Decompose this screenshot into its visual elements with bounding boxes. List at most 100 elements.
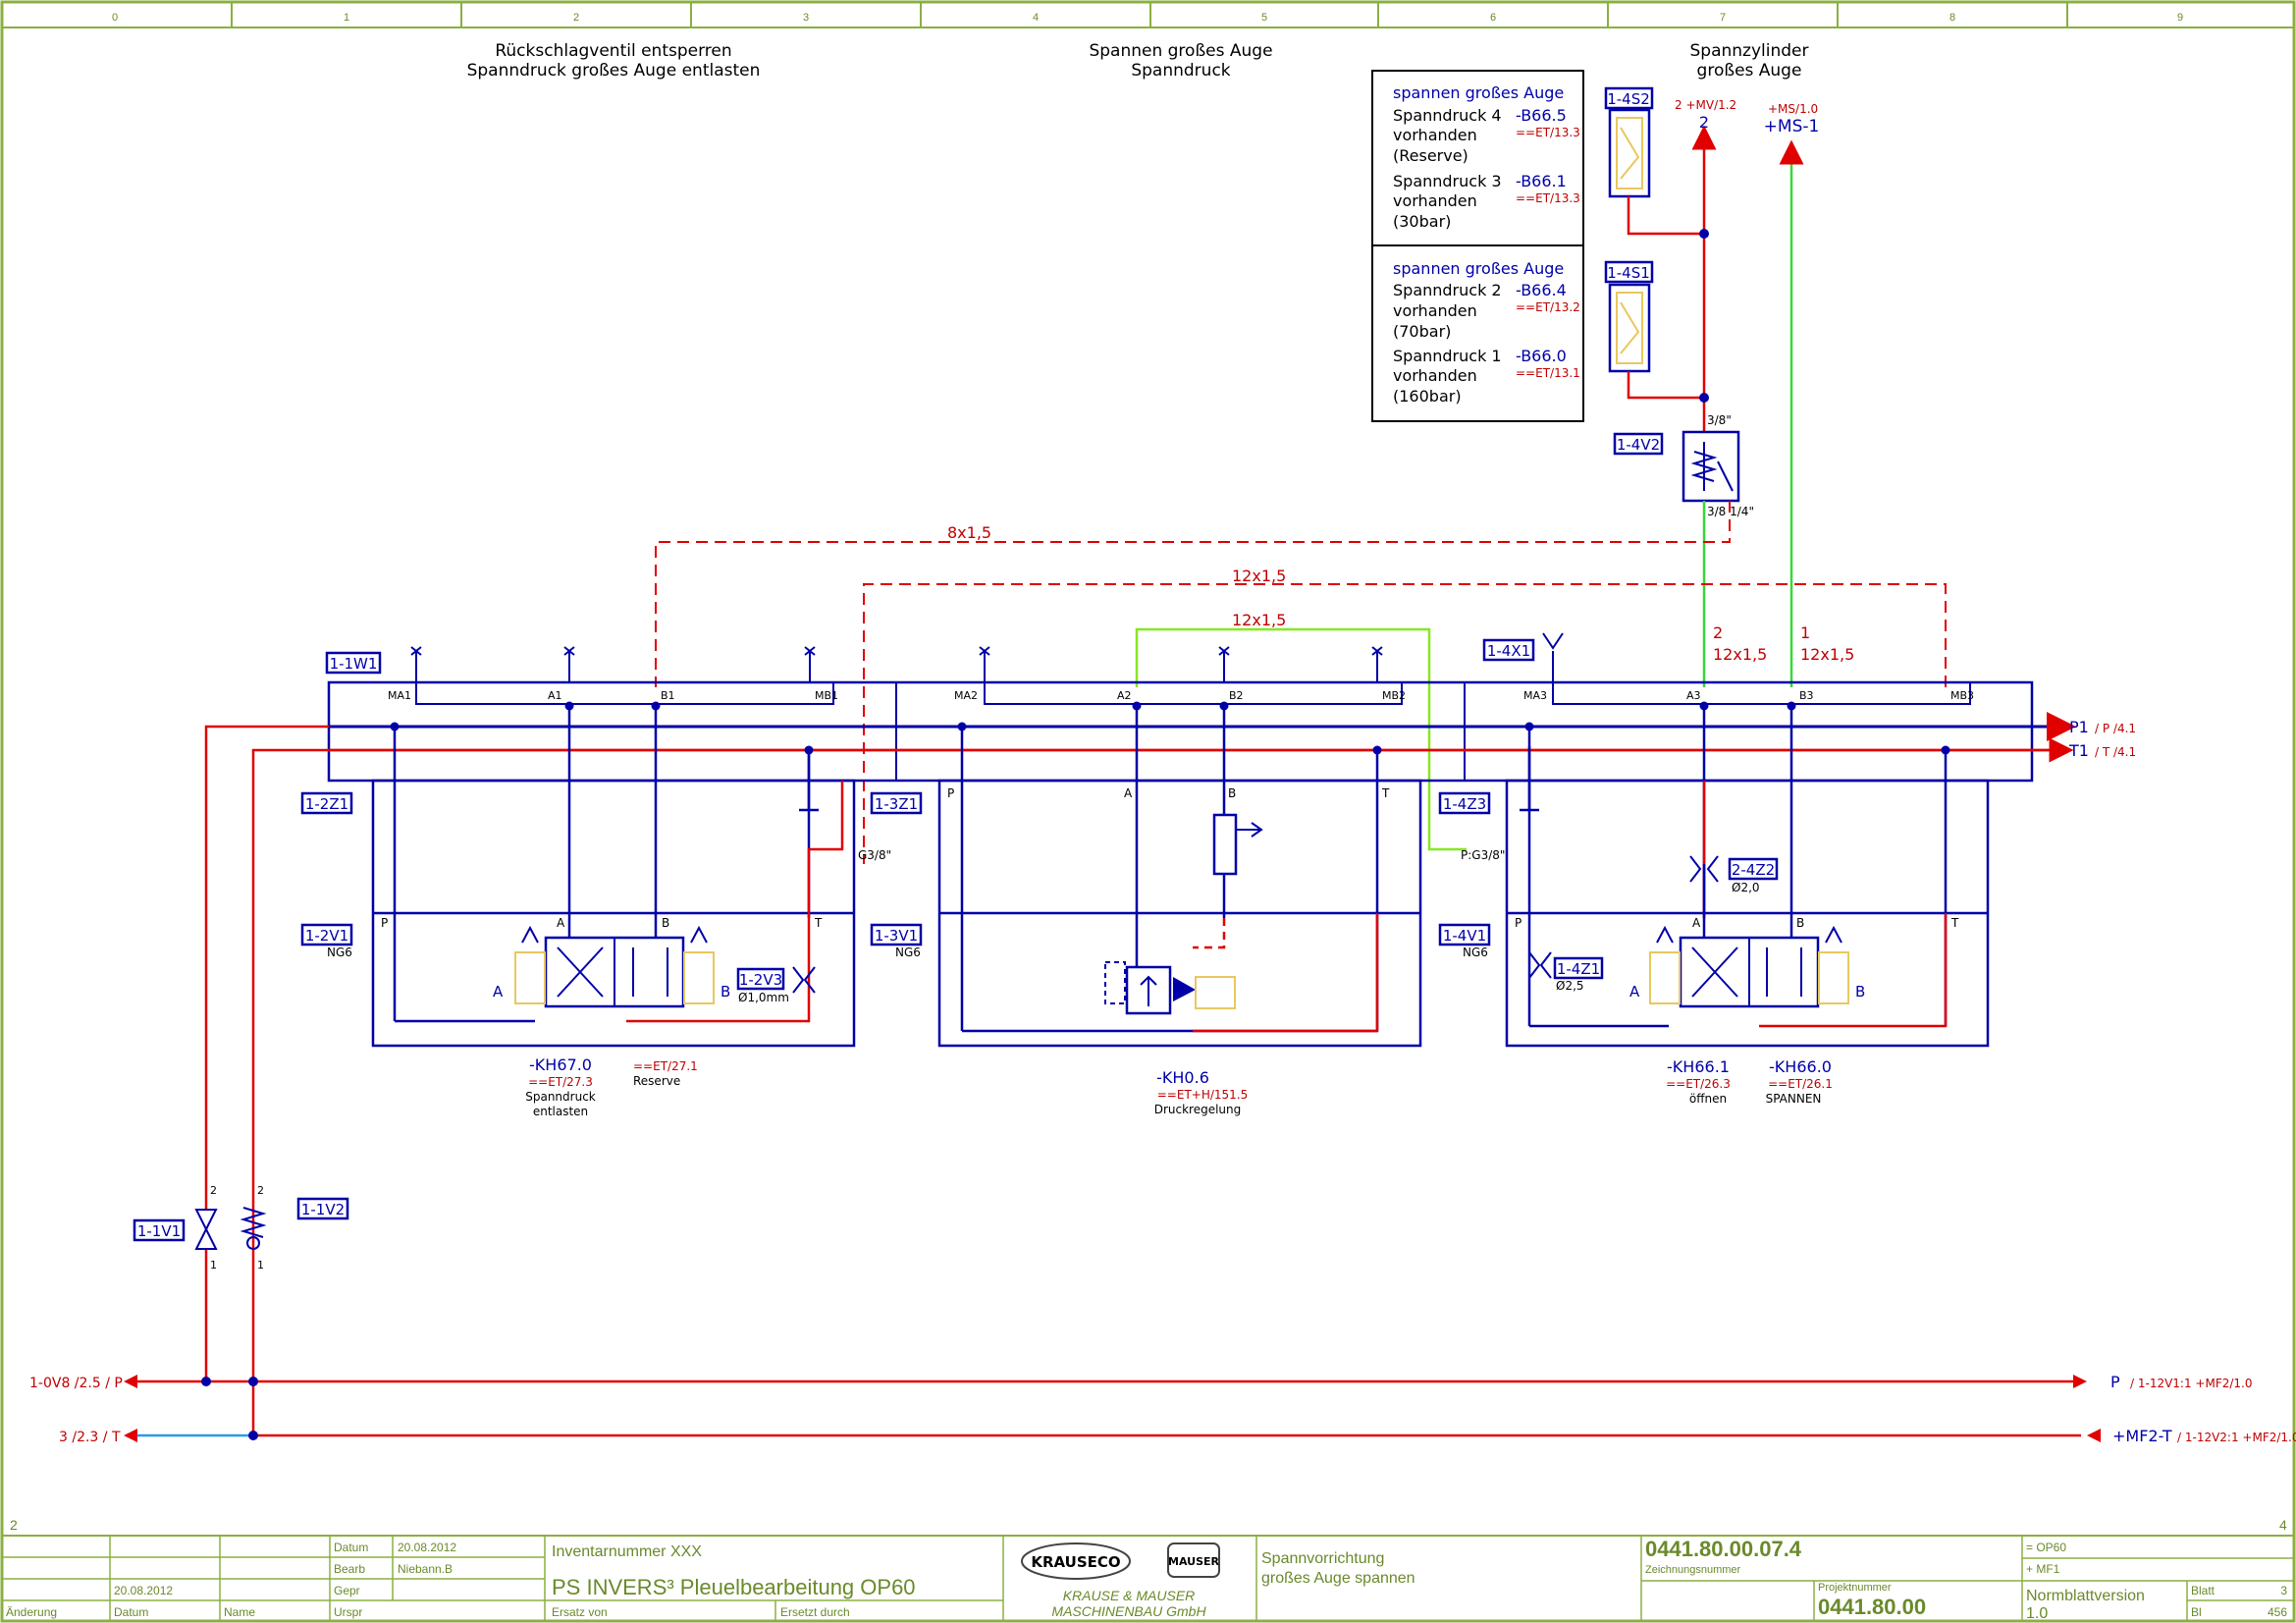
svg-text:-KH67.0: -KH67.0 (529, 1055, 592, 1074)
svg-text:==ET/27.3: ==ET/27.3 (528, 1075, 593, 1089)
svg-text:B: B (1228, 786, 1236, 800)
svg-text:A2: A2 (1117, 689, 1132, 702)
svg-text:Name: Name (224, 1605, 255, 1619)
svg-text:MB2: MB2 (1382, 689, 1406, 702)
legend-group2-title: spannen großes Auge (1393, 259, 1564, 278)
svg-text:T: T (1381, 786, 1390, 800)
svg-text:2: 2 (210, 1184, 217, 1197)
tag-1-4V1: 1-4V1 (1443, 927, 1486, 945)
col-2: 2 (573, 12, 579, 24)
pipe-8x15: 8x1,5 (947, 523, 991, 542)
svg-text:MASCHINENBAU GmbH: MASCHINENBAU GmbH (1051, 1603, 1206, 1619)
svg-text:456: 456 (2268, 1605, 2287, 1619)
svg-text:A: A (1692, 916, 1701, 930)
svg-text:Gepr: Gepr (334, 1584, 360, 1597)
svg-text:Datum: Datum (334, 1541, 368, 1554)
svg-text:==ET+H/151.5: ==ET+H/151.5 (1157, 1088, 1249, 1102)
svg-text:Zeichnungsnummer: Zeichnungsnummer (1645, 1564, 1741, 1576)
svg-text:KRAUSE & MAUSER: KRAUSE & MAUSER (1063, 1588, 1196, 1603)
t-right-ref: / 1-12V2:1 +MF2/1.0 (2177, 1431, 2296, 1444)
project-title: PS INVERS³ Pleuelbearbeitung OP60 (552, 1575, 916, 1599)
svg-text:-B66.1: -B66.1 (1516, 172, 1567, 190)
svg-text:MA1: MA1 (388, 689, 411, 702)
svg-text:Ersetzt durch: Ersetzt durch (780, 1605, 850, 1619)
pipe-12x15-d: 12x1,5 (1800, 645, 1854, 664)
col-8: 8 (1949, 12, 1955, 24)
coil-labels: -KH67.0 ==ET/27.3 Spanndruck entlasten =… (525, 1055, 1833, 1118)
pipe-12x15-a: 12x1,5 (1232, 567, 1286, 585)
svg-text:NG6: NG6 (1463, 946, 1488, 959)
svg-text:T: T (1950, 916, 1959, 930)
svg-text:P: P (381, 916, 388, 930)
pressure-switches: 1-4S2 1-4S1 (1604, 86, 1704, 400)
svg-text:Spanndruck 3: Spanndruck 3 (1393, 172, 1502, 190)
inventory-number: Inventarnummer XXX (552, 1543, 702, 1560)
svg-text:-B66.0: -B66.0 (1516, 347, 1567, 365)
krauseco-logo (1021, 1542, 1131, 1580)
svg-text:1: 1 (257, 1259, 264, 1271)
svg-text:vorhanden: vorhanden (1393, 301, 1477, 320)
svg-text:Spanndruck: Spanndruck (525, 1090, 596, 1104)
svg-text:MA3: MA3 (1523, 689, 1547, 702)
svg-text:T: T (814, 916, 823, 930)
left-mark: 2 (10, 1517, 18, 1533)
svg-text:==ET/13.2: ==ET/13.2 (1516, 300, 1580, 314)
svg-text:MAUSER: MAUSER (1168, 1555, 1219, 1568)
t1-label: T1 (2068, 741, 2089, 760)
heading-3-line1: Spannzylinder (1690, 41, 1809, 61)
p-left-label: 1-0V8 /2.5 / P (29, 1376, 123, 1391)
pipe-12x15-b: 12x1,5 (1232, 611, 1286, 629)
supply-return-lines: 1-0V8 /2.5 / P 3 /2.3 / T P / 1-12V1:1 +… (29, 1373, 2296, 1445)
t-left-label: 3 /2.3 / T (59, 1430, 121, 1445)
drawing-description-2: großes Auge spannen (1261, 1570, 1415, 1587)
ms-label: +MS/1.0 (1768, 102, 1818, 116)
tag-1-1V1: 1-1V1 (137, 1222, 181, 1240)
tag-1-4Z1: 1-4Z1 (1557, 960, 1600, 978)
svg-text:NG6: NG6 (327, 946, 352, 959)
svg-text:B: B (721, 983, 730, 1001)
svg-text:NG6: NG6 (895, 946, 921, 959)
svg-text:(30bar): (30bar) (1393, 212, 1451, 231)
supply-valves: 1-1V1 1-1V2 2 1 2 1 (133, 1184, 349, 1271)
svg-text:Ø2,0: Ø2,0 (1732, 881, 1760, 894)
col-1: 1 (344, 12, 349, 24)
svg-text:==ET/27.1: ==ET/27.1 (633, 1059, 698, 1073)
title-block: Datum 20.08.2012 Bearb Niebann.B Gepr 20… (2, 1535, 2294, 1622)
t-right-label: +MF2-T (2112, 1427, 2172, 1445)
svg-text:MA2: MA2 (954, 689, 978, 702)
tag-1-1W1: 1-1W1 (330, 655, 378, 673)
section-headings: Rückschlagventil entsperren Spanndruck g… (467, 41, 1809, 81)
svg-text:3: 3 (2280, 1584, 2287, 1597)
tag-1-4V2: 1-4V2 (1617, 436, 1660, 454)
svg-text:==ET/13.1: ==ET/13.1 (1516, 366, 1580, 380)
mauser-logo (1167, 1542, 1220, 1578)
manifold-block: 1-1W1 1-4X1 MA1 A1 B1 MB1 MA2 A2 B2 MB2 … (325, 632, 2034, 783)
svg-text:==ET/13.3: ==ET/13.3 (1516, 126, 1580, 139)
svg-text:MB1: MB1 (815, 689, 838, 702)
tag-1-4S1: 1-4S1 (1607, 264, 1650, 282)
pilot-lines: 8x1,5 12x1,5 12x1,5 12x1,5 12x1,5 2 1 (655, 501, 1947, 864)
g38-b: P:G3/8" (1461, 848, 1505, 862)
svg-text:Niebann.B: Niebann.B (398, 1562, 453, 1576)
p1-label: P1 (2069, 718, 2089, 736)
tag-1-4Z3: 1-4Z3 (1443, 795, 1486, 813)
svg-text:-B66.4: -B66.4 (1516, 281, 1567, 299)
ms-num: +MS-1 (1764, 117, 1820, 136)
svg-text:Datum: Datum (114, 1605, 148, 1619)
svg-text:B2: B2 (1229, 689, 1244, 702)
svg-text:B1: B1 (661, 689, 675, 702)
svg-text:-KH66.0: -KH66.0 (1769, 1057, 1832, 1076)
svg-text:Spanndruck 2: Spanndruck 2 (1393, 281, 1502, 299)
col-0: 0 (112, 12, 118, 24)
svg-text:Urspr: Urspr (334, 1605, 362, 1619)
svg-text:A1: A1 (548, 689, 562, 702)
svg-text:öffnen: öffnen (1689, 1092, 1727, 1106)
svg-text:Spanndruck 1: Spanndruck 1 (1393, 347, 1502, 365)
svg-text:1: 1 (210, 1259, 217, 1271)
col-3: 3 (803, 12, 809, 24)
size-38: 3/8" (1707, 413, 1732, 427)
heading-1-line1: Rückschlagventil entsperren (495, 41, 731, 61)
svg-text:entlasten: entlasten (533, 1105, 588, 1118)
